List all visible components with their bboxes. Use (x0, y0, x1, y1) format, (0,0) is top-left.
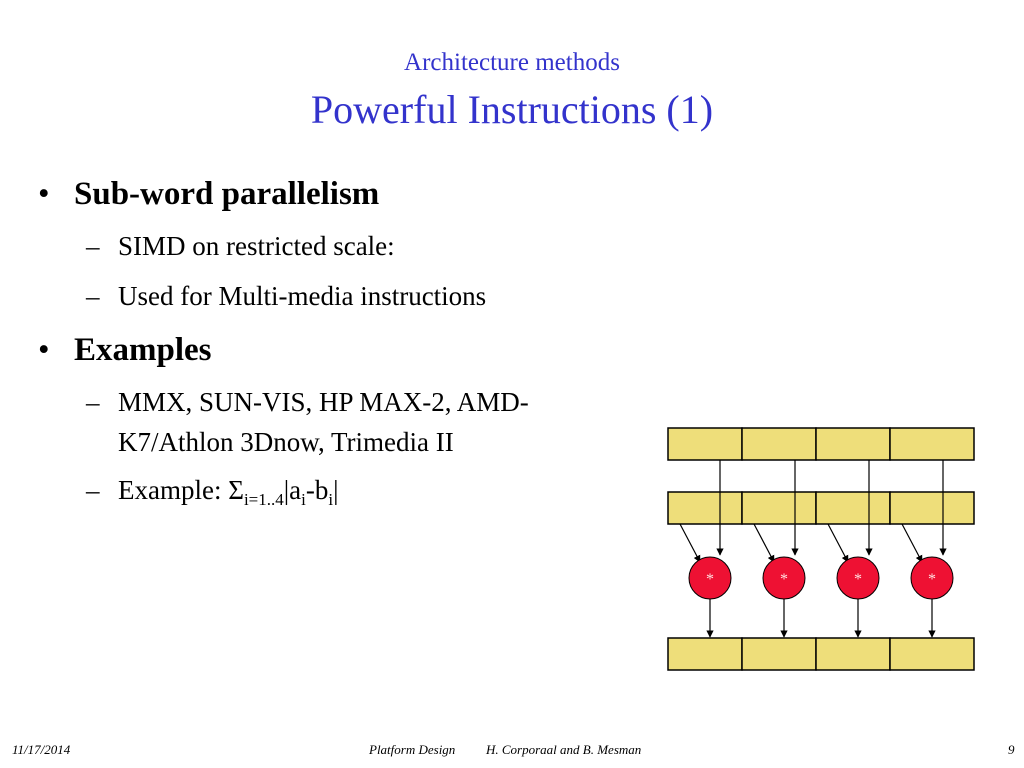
subitem-example-formula: –Example: Σi=1..4|ai-bi| (86, 470, 339, 510)
dash: – (86, 281, 100, 311)
input-arrows-b (679, 523, 923, 563)
subitem-examples-list: –MMX, SUN-VIS, HP MAX-2, AMD- K7/Athlon … (86, 382, 529, 462)
input-arrows-a (716, 460, 947, 556)
formula-prefix: Example: Σ (118, 475, 244, 505)
register-result-cell (889, 637, 975, 671)
subitem-text: SIMD on restricted scale: (118, 231, 395, 261)
formula-subscript-b: i (328, 490, 334, 509)
register-a-cell (889, 427, 975, 461)
operator-symbol: * (928, 571, 936, 588)
subitem-continuation: K7/Athlon 3Dnow, Trimedia II (118, 427, 454, 457)
slide-title: Powerful Instructions (1) (310, 87, 714, 132)
dash: – (86, 387, 100, 417)
register-b-cell (889, 491, 975, 525)
register-a (667, 427, 975, 461)
register-result (667, 637, 975, 671)
register-a-cell (815, 427, 891, 461)
register-result-cell (815, 637, 891, 671)
formula-b: -b (305, 475, 329, 505)
operator-symbol: * (854, 571, 862, 588)
dash: – (86, 475, 100, 505)
formula-subscript: i=1..4 (243, 490, 284, 509)
subitem-text: Used for Multi-media instructions (118, 281, 487, 311)
register-result-cell (667, 637, 743, 671)
arrow-b-to-op (679, 523, 701, 563)
subitem-simd: –SIMD on restricted scale: (86, 226, 395, 266)
formula-subscript-a: i (301, 490, 306, 509)
bullet-dot: • (38, 176, 50, 212)
register-result-cell (741, 637, 817, 671)
arrow-b-to-op (827, 523, 849, 563)
footer-date: 11/17/2014 (12, 742, 71, 757)
operator-symbol: * (780, 571, 788, 588)
output-arrows (706, 599, 936, 638)
arrow-b-to-op (753, 523, 775, 563)
bullet-examples: • Examples (38, 330, 212, 370)
subitem-text: MMX, SUN-VIS, HP MAX-2, AMD- (118, 387, 529, 417)
register-a-cell (741, 427, 817, 461)
bullet-label: Sub-word parallelism (74, 176, 380, 212)
formula-suffix: | (333, 475, 339, 505)
subitem-multimedia: –Used for Multi-media instructions (86, 276, 486, 316)
bullet-label: Examples (74, 332, 212, 368)
register-b-cell (815, 491, 891, 525)
slide-subtitle: Architecture methods (404, 49, 620, 76)
formula-a: |a (283, 475, 302, 505)
dash: – (86, 231, 100, 261)
arrow-b-to-op (901, 523, 923, 563)
footer-authors: H. Corporaal and B. Mesman (486, 742, 642, 757)
bullet-dot: • (38, 332, 50, 368)
register-b-cell (667, 491, 743, 525)
operators: * * * * (688, 556, 954, 600)
footer-page-number: 9 (1008, 742, 1015, 757)
register-b-cell (741, 491, 817, 525)
register-b (667, 491, 975, 525)
operator-symbol: * (706, 571, 714, 588)
register-a-cell (667, 427, 743, 461)
bullet-sub-word-parallelism: • Sub-word parallelism (38, 174, 379, 214)
footer-course: Platform Design (369, 742, 456, 757)
